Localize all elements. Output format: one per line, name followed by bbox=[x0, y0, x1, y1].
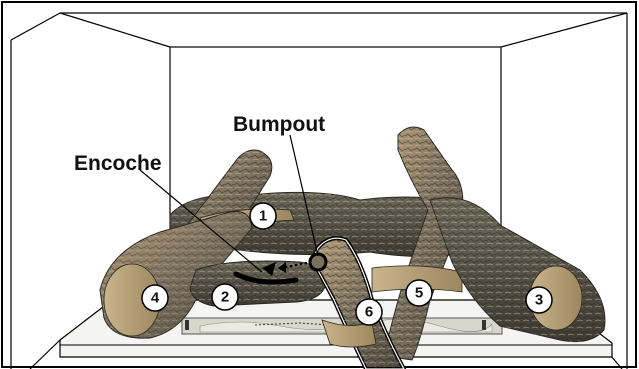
callout-6: 6 bbox=[356, 299, 382, 325]
callout-1: 1 bbox=[250, 203, 276, 229]
encoche-label: Encoche bbox=[74, 152, 162, 175]
callout-number-1: 1 bbox=[259, 208, 267, 225]
callout-number-6: 6 bbox=[365, 304, 373, 321]
bumpout-label: Bumpout bbox=[233, 113, 325, 136]
left-upper-bevel bbox=[11, 13, 60, 40]
left-floor-bevel bbox=[30, 340, 60, 369]
callout-number-3: 3 bbox=[535, 292, 543, 309]
grate-bolt-right bbox=[482, 320, 486, 330]
right-top-bevel bbox=[501, 13, 627, 47]
callout-number-4: 4 bbox=[151, 290, 160, 307]
log-2-center-log bbox=[190, 261, 326, 306]
grate-bolt-left bbox=[185, 320, 189, 330]
callout-3: 3 bbox=[526, 287, 552, 313]
callout-2: 2 bbox=[212, 284, 238, 310]
callout-number-2: 2 bbox=[221, 289, 229, 306]
callout-5: 5 bbox=[406, 280, 432, 306]
left-top-bevel bbox=[60, 13, 170, 47]
callout-4: 4 bbox=[142, 285, 168, 311]
callout-number-5: 5 bbox=[415, 285, 423, 302]
